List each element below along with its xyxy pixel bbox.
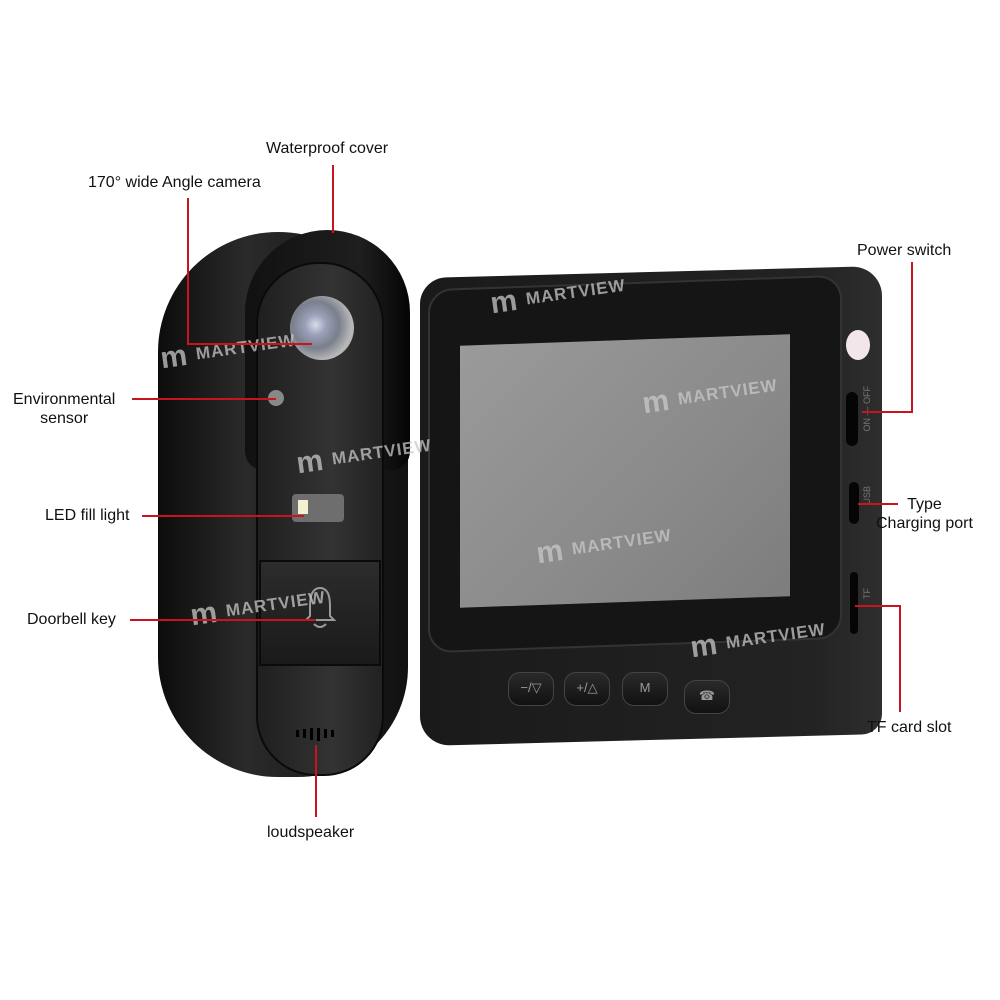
callout-line: [911, 262, 913, 413]
callout-line: [142, 515, 304, 517]
label-tf-card-slot: TF card slot: [867, 719, 952, 736]
usb-port-mark: USB: [862, 486, 872, 505]
label-environmental-sensor: Environmental sensor: [13, 391, 116, 427]
label-camera: 170° wide Angle camera: [88, 174, 261, 191]
callout-line: [187, 343, 312, 345]
loudspeaker-grille: [294, 726, 338, 742]
power-switch-mark: ON — OFF: [862, 386, 872, 432]
usb-charging-port[interactable]: [849, 482, 859, 524]
led-fill-light-icon: [292, 494, 344, 522]
phone-button[interactable]: ☎: [684, 680, 730, 714]
label-doorbell-key: Doorbell key: [27, 611, 116, 628]
label-waterproof-cover: Waterproof cover: [266, 140, 389, 157]
volume-down-button[interactable]: −/▽: [508, 672, 554, 706]
power-switch[interactable]: [846, 392, 858, 446]
doorbell-key[interactable]: [259, 560, 381, 666]
menu-button[interactable]: M: [622, 672, 668, 706]
callout-line: [855, 605, 901, 607]
label-power-switch: Power switch: [857, 242, 952, 259]
callout-line: [862, 411, 913, 413]
tf-slot-mark: TF: [862, 588, 872, 599]
label-charging-port: Type Charging port: [876, 496, 973, 532]
callout-line: [315, 745, 317, 817]
callout-line: [858, 503, 898, 505]
callout-line: [187, 198, 189, 344]
bell-icon: [303, 586, 337, 628]
callout-line: [132, 398, 276, 400]
volume-up-button[interactable]: +/△: [564, 672, 610, 706]
label-led-fill-light: LED fill light: [45, 507, 130, 524]
camera-lens-icon: [290, 296, 354, 360]
sticker-icon: [846, 330, 870, 360]
environmental-sensor-icon: [268, 390, 284, 406]
tf-card-slot[interactable]: [850, 572, 858, 634]
label-loudspeaker: loudspeaker: [267, 824, 355, 841]
callout-line: [899, 605, 901, 712]
callout-line: [130, 619, 316, 621]
callout-line: [332, 165, 334, 233]
